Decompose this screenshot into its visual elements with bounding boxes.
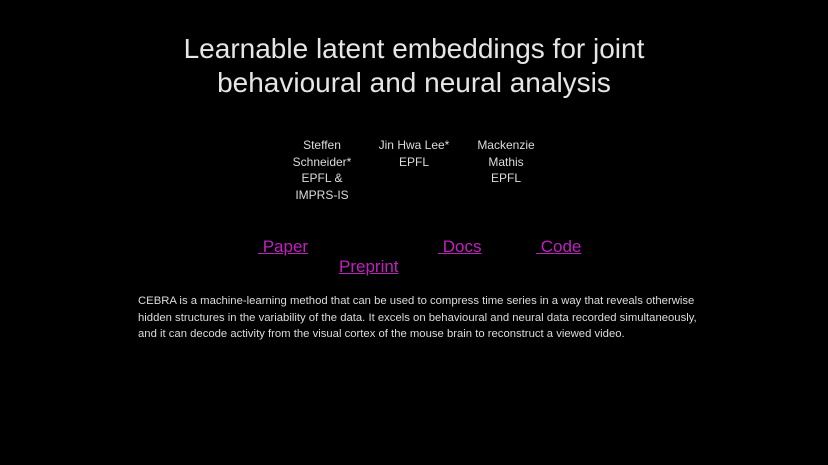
author-name-line: Mackenzie bbox=[477, 138, 535, 152]
author-name-line: Mathis bbox=[488, 154, 524, 169]
author-affiliation-line: IMPRS-IS bbox=[295, 187, 349, 202]
author-jin-hwa-lee: Jin Hwa Lee* EPFL bbox=[375, 137, 453, 170]
author-steffen-schneider: Steffen Schneider* EPFL & IMPRS-IS bbox=[280, 137, 364, 203]
author-affiliation-line: EPFL bbox=[398, 154, 429, 169]
author-affiliation-line: EPFL bbox=[490, 171, 521, 185]
code-link[interactable]: Code bbox=[536, 237, 582, 256]
author-name-line: Jin Hwa Lee* bbox=[378, 138, 450, 152]
project-description: CEBRA is a machine-learning method that … bbox=[138, 295, 697, 340]
author-name-line: Schneider* bbox=[292, 154, 352, 169]
author-affiliation-line: EPFL & bbox=[301, 171, 343, 185]
author-mackenzie-mathis: Mackenzie Mathis EPFL bbox=[470, 137, 542, 187]
docs-link[interactable]: Docs bbox=[438, 237, 482, 256]
preprint-link[interactable]: Preprint bbox=[339, 257, 399, 276]
author-name-line: Steffen bbox=[303, 138, 341, 152]
page-title-line-2: behavioural and neural analysis bbox=[217, 67, 611, 98]
page-title: Learnable latent embeddings for joint be… bbox=[0, 32, 828, 100]
page-title-line-1: Learnable latent embeddings for joint bbox=[183, 33, 645, 64]
paper-link[interactable]: Paper bbox=[258, 237, 309, 256]
